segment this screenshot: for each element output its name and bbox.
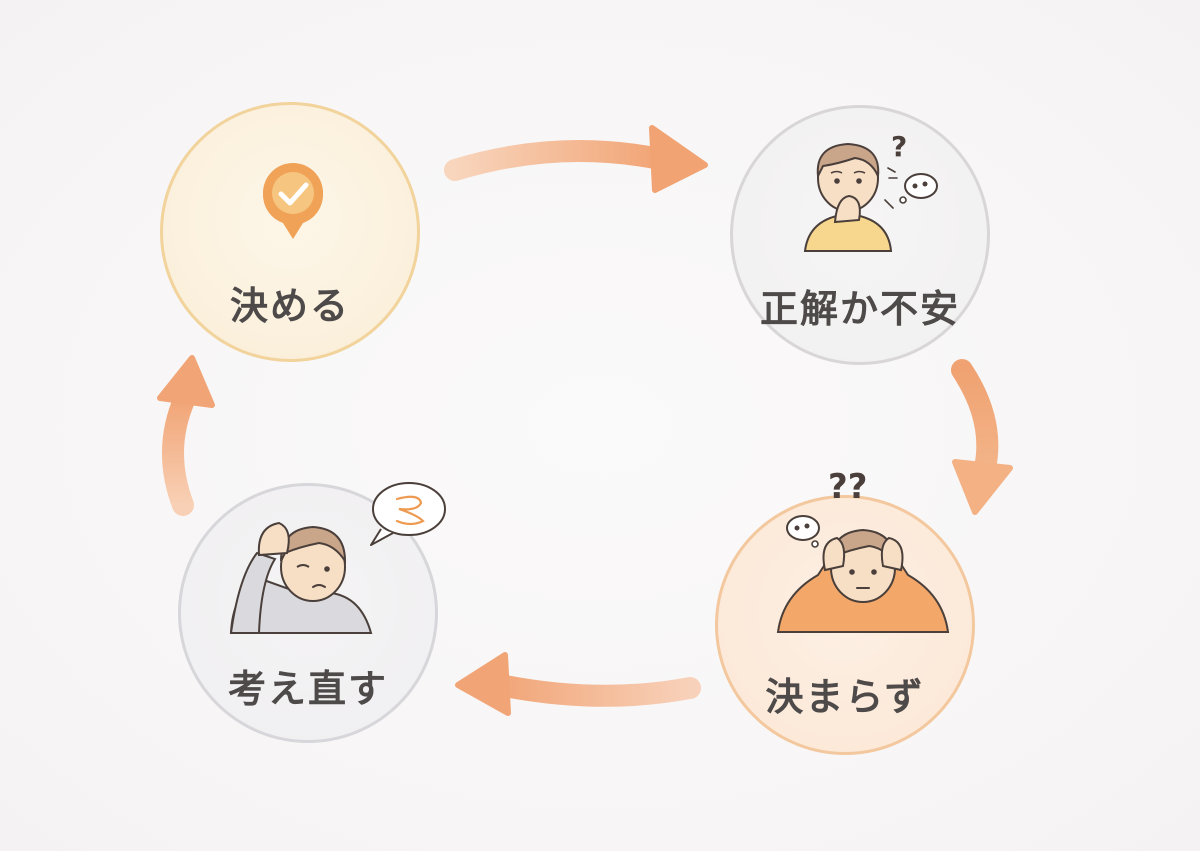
- arrow-anxiety-to-undecided: [951, 359, 1013, 515]
- arrow-decide-to-anxiety: [444, 125, 708, 193]
- arrow-rethink-to-decide: [157, 355, 215, 516]
- node-rethink-label: 考え直す: [227, 667, 388, 711]
- double-question-mark: ??: [828, 467, 867, 507]
- check-badge-icon: [263, 163, 323, 239]
- confused-person-icon: ??: [776, 467, 950, 633]
- node-decide-label: 決める: [229, 284, 350, 328]
- swirl-thought-bubble: [370, 482, 446, 546]
- node-undecided-label: 決まらず: [765, 675, 925, 719]
- node-rethink: 考え直す: [178, 482, 446, 743]
- thinking-person-icon: [229, 482, 446, 634]
- worried-person-icon: ?: [803, 130, 938, 252]
- arrow-undecided-to-rethink: [455, 652, 701, 716]
- question-mark: ?: [891, 130, 907, 163]
- node-anxiety: ? 正解か不安: [730, 105, 990, 365]
- node-undecided: ?? 決まらず: [715, 467, 975, 755]
- node-decide: 決める: [160, 102, 420, 362]
- node-anxiety-label: 正解か不安: [759, 287, 960, 331]
